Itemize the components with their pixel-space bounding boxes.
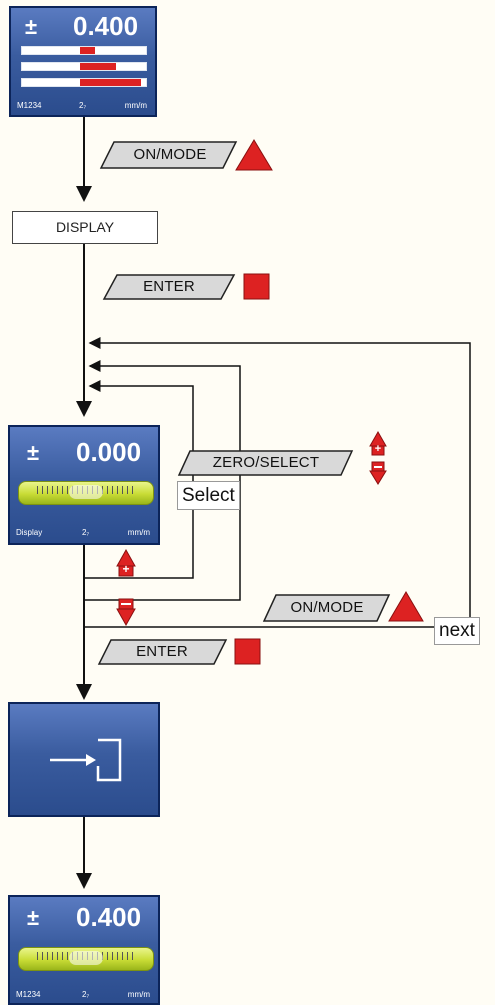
zero-select-label: ZERO/SELECT (212, 454, 320, 471)
screen-enter (8, 702, 160, 817)
plus-arrow-up-icon: + (116, 548, 136, 577)
reading-value: 0.400 (76, 902, 142, 932)
footer-mid: 2₇ (82, 990, 90, 999)
square-stop-icon (243, 273, 270, 300)
svg-text:+: + (122, 562, 129, 576)
footer-right: mm/m (127, 528, 150, 537)
enter-label-2: ENTER (136, 643, 188, 660)
footer-left: Display (16, 528, 43, 537)
screen-bottom: ± 0.400 M1234 2₇ mm/m (8, 895, 160, 1005)
footer-mid: 2₇ (82, 528, 90, 537)
next-label: next (434, 617, 480, 645)
screen-display: ± 0.000 Display 2₇ mm/m (8, 425, 160, 545)
reading-value: 0.000 (76, 437, 142, 467)
square-stop-icon (234, 638, 261, 665)
bar-fill-1 (80, 47, 96, 54)
triangle-up-icon (388, 591, 424, 622)
select-label: Select (177, 481, 240, 510)
on-mode-label-1: ON/MODE (133, 146, 207, 163)
on-mode-button-1 (99, 141, 238, 169)
bubble-level (18, 481, 154, 505)
footer-right: mm/m (127, 990, 150, 999)
on-mode-label-2: ON/MODE (290, 599, 364, 616)
level-bar-3 (21, 78, 147, 87)
reading-value: 0.400 (73, 11, 139, 41)
level-bubble (69, 951, 103, 965)
on-mode-button-2 (262, 594, 391, 622)
enter-button-2 (97, 639, 228, 665)
footer-left: M1234 (17, 101, 42, 110)
level-bar-1 (21, 46, 147, 55)
bubble-level (18, 947, 154, 971)
plus-minus-sign: ± (27, 440, 40, 465)
display-box: DISPLAY (12, 211, 158, 244)
bar-fill-3 (80, 79, 142, 86)
plus-minus-sign: ± (27, 905, 40, 930)
level-bar-2 (21, 62, 147, 71)
zero-select-button (177, 450, 354, 476)
svg-text:+: + (375, 443, 381, 455)
footer-right: mm/m (124, 101, 147, 110)
minus-arrow-down-icon (369, 461, 387, 485)
loop-next (84, 337, 471, 628)
enter-label-1: ENTER (143, 278, 195, 295)
enter-button-1 (102, 274, 236, 300)
footer-mid: 2₇ (79, 101, 87, 110)
plus-minus-sign: ± (25, 14, 38, 39)
minus-arrow-down-icon (116, 598, 136, 627)
plus-arrow-up-icon: + (369, 430, 387, 456)
loop-zero-select (84, 360, 241, 601)
bar-fill-2 (80, 63, 117, 70)
enter-bracket-icon (50, 738, 122, 782)
level-bubble (69, 485, 103, 499)
footer-left: M1234 (16, 990, 41, 999)
triangle-up-icon (235, 139, 273, 171)
screen-top: ± 0.400 M1234 2₇ mm/m (9, 6, 157, 117)
